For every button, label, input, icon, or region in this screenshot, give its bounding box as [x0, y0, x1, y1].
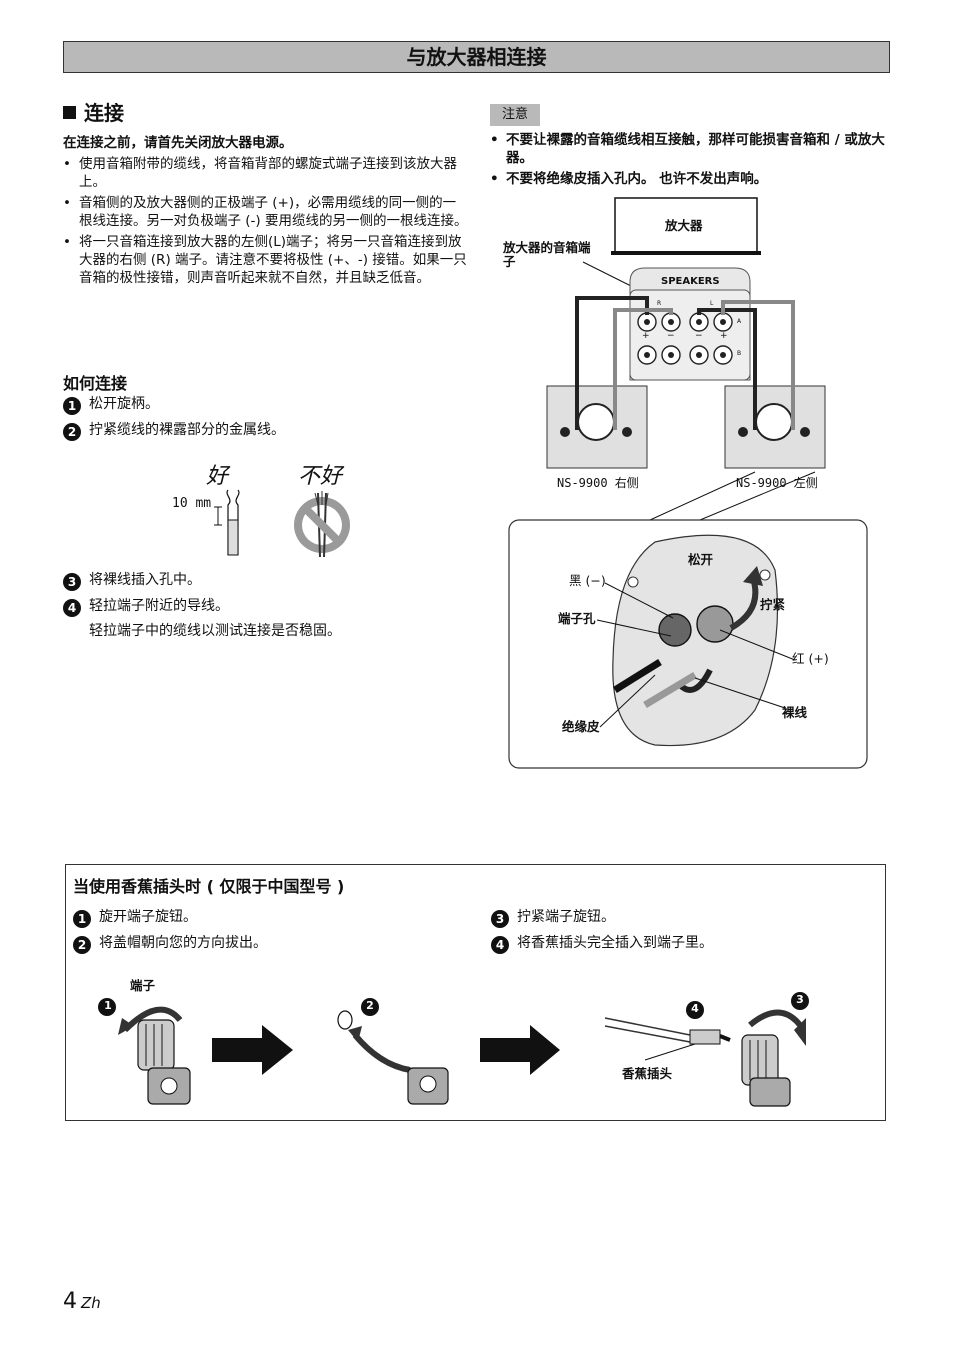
- b-label: B: [737, 350, 742, 357]
- amplifier-box: [614, 197, 758, 254]
- step-2: 2 拧紧缆线的裸露部分的金属线。: [63, 421, 285, 441]
- page-number-value: 4: [63, 1289, 77, 1314]
- list-item: 使用音箱附带的缆线，将音箱背部的螺旋式端子连接到该放大器上。: [63, 155, 468, 191]
- how-to-title: 如何连接: [63, 374, 128, 393]
- banana-plug-label: 香蕉插头: [622, 1066, 673, 1081]
- section-title-text: 连接: [84, 101, 124, 125]
- step-number: 4: [491, 936, 509, 954]
- page-lang: Zh: [81, 1294, 101, 1312]
- banana-step-1: 1 旋开端子旋钮。: [73, 908, 197, 928]
- left-speaker-label: NS-9900 左侧: [736, 476, 818, 490]
- banana-step-4: 4 将香蕉插头完全插入到端子里。: [491, 934, 713, 954]
- good-label: 好: [206, 464, 229, 489]
- insulation-label: 绝缘皮: [562, 719, 600, 734]
- banana-illustration: [98, 992, 809, 1107]
- step-number: 3: [63, 573, 81, 591]
- banana-step-3: 3 拧紧端子旋钮。: [491, 908, 615, 928]
- a-label: A: [737, 318, 742, 325]
- step-text: 将香蕉插头完全插入到端子里。: [517, 935, 713, 951]
- amp-terminals-label: 放大器的音箱端子: [503, 240, 591, 269]
- connection-diagram: [508, 197, 868, 769]
- step-text: 松开旋柄。: [89, 396, 159, 412]
- bad-label: 不好: [298, 464, 343, 489]
- step-number: 2: [73, 936, 91, 954]
- list-item: 将一只音箱连接到放大器的左侧(L)端子；将另一只音箱连接到放大器的右侧 (R) …: [63, 233, 468, 287]
- page-title: 与放大器相连接: [63, 41, 890, 73]
- step-1: 1 松开旋柄。: [63, 395, 159, 415]
- hole-label: 端子孔: [558, 611, 596, 626]
- step-text: 拧紧缆线的裸露部分的金属线。: [89, 422, 285, 438]
- banana-fig-num: 4: [691, 1002, 699, 1015]
- step-number: 2: [63, 423, 81, 441]
- minus-label: −: [695, 331, 703, 341]
- loosen-label: 松开: [688, 552, 714, 567]
- banana-fig-num: 2: [366, 999, 374, 1012]
- connection-bullets: 使用音箱附带的缆线，将音箱背部的螺旋式端子连接到该放大器上。 音箱侧的及放大器侧…: [63, 155, 468, 290]
- section-title: 连接: [63, 97, 124, 126]
- plus-label: +: [720, 331, 728, 341]
- tighten-label: 拧紧: [760, 597, 786, 612]
- right-speaker-label: NS-9900 右侧: [557, 476, 639, 490]
- step-text: 将裸线插入孔中。: [89, 572, 201, 588]
- step-text: 轻拉端子附近的导线。: [89, 598, 229, 614]
- plus-label: +: [642, 331, 650, 341]
- step-number: 1: [73, 910, 91, 928]
- amp-label: 放大器: [665, 218, 703, 233]
- terminal-label: 端子: [130, 978, 156, 993]
- step-number: 4: [63, 599, 81, 617]
- intro-text: 在连接之前，请首先关闭放大器电源。: [63, 135, 293, 151]
- step-4-detail: 轻拉端子中的缆线以测试连接是否稳固。: [89, 623, 341, 639]
- banana-fig-num: 1: [104, 999, 112, 1012]
- step-number: 3: [491, 910, 509, 928]
- wire-illustration: [214, 489, 350, 558]
- minus-label: −: [667, 331, 675, 341]
- note-label: 注意: [490, 104, 540, 126]
- banana-fig-num: 3: [796, 993, 804, 1006]
- step-4: 4 轻拉端子附近的导线。: [63, 597, 229, 617]
- step-3: 3 将裸线插入孔中。: [63, 571, 201, 591]
- list-item: 音箱侧的及放大器侧的正极端子 (+)，必需用缆线的同一侧的一根线连接。另一对负极…: [63, 194, 468, 230]
- step-text: 拧紧端子旋钮。: [517, 909, 615, 925]
- step-text: 旋开端子旋钮。: [99, 909, 197, 925]
- step-number: 1: [63, 397, 81, 415]
- r-label: R: [657, 300, 662, 307]
- list-item: 不要将绝缘皮插入孔内。 也许不发出声响。: [490, 170, 895, 188]
- measure-label: 10 mm: [172, 496, 212, 511]
- l-label: L: [710, 300, 714, 307]
- banana-title: 当使用香蕉插头时 ( 仅限于中国型号 ): [73, 877, 345, 896]
- step-text: 将盖帽朝向您的方向拔出。: [99, 935, 267, 951]
- banana-step-2: 2 将盖帽朝向您的方向拔出。: [73, 934, 267, 954]
- square-bullet-icon: [63, 106, 76, 119]
- list-item: 不要让裸露的音箱缆线相互接触，那样可能损害音箱和 / 或放大器。: [490, 131, 895, 167]
- speakers-label: SPEAKERS: [661, 276, 720, 287]
- banana-box: [65, 864, 886, 1121]
- note-list: 不要让裸露的音箱缆线相互接触，那样可能损害音箱和 / 或放大器。 不要将绝缘皮插…: [490, 131, 895, 191]
- red-label: 红 (+): [792, 651, 829, 666]
- bare-label: 裸线: [782, 705, 808, 720]
- black-label: 黑 (−): [569, 573, 606, 588]
